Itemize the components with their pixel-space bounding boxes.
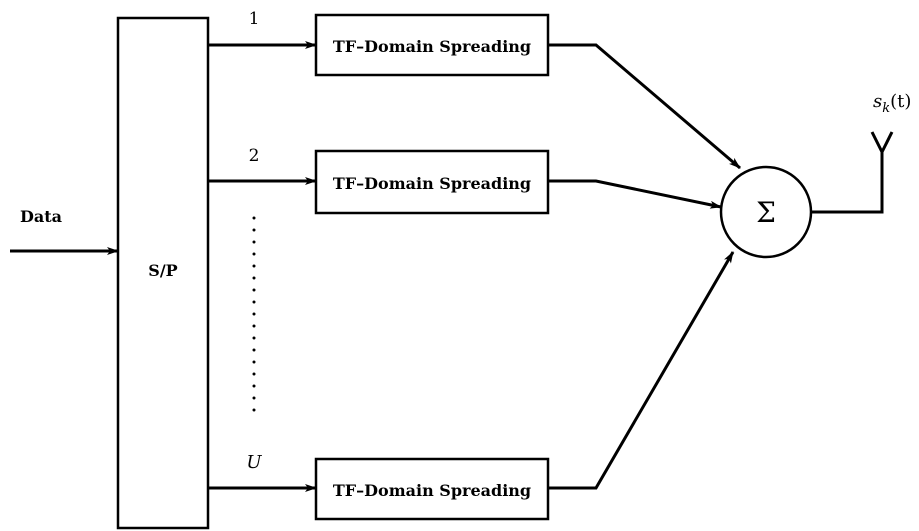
- branch-1-index-label: 1: [249, 9, 260, 29]
- summation-symbol: Σ: [756, 196, 776, 229]
- branch-1-spreading-block: [314, 13, 550, 77]
- data-input-label: Data: [20, 207, 62, 226]
- serial-to-parallel-label: S/P: [148, 261, 177, 280]
- output-signal-symbol: s: [873, 91, 882, 112]
- output-signal-label: sk(t): [873, 91, 911, 116]
- branch-2-spreading-block: [314, 149, 550, 215]
- branch-1-to-sum-arrow: [548, 43, 741, 170]
- branch-2-to-sum-arrow: [548, 179, 722, 209]
- output-signal-subscript: k: [882, 101, 890, 116]
- branch-u-index-label: U: [246, 452, 262, 473]
- output-line: [811, 150, 884, 214]
- antenna-icon: [870, 131, 894, 153]
- serial-to-parallel-block: [116, 16, 210, 530]
- branch-u-spreading-label: TF–Domain Spreading: [333, 481, 531, 500]
- branch-1-spreading-label: TF–Domain Spreading: [333, 37, 531, 56]
- branch-u-to-sum-arrow: [548, 251, 735, 490]
- branch-2-spreading-label: TF–Domain Spreading: [333, 174, 531, 193]
- branch-u-spreading-block: [314, 457, 550, 521]
- branch-ellipsis-dots: [252, 216, 256, 412]
- output-signal-argument: (t): [890, 91, 911, 112]
- branch-2-index-label: 2: [249, 146, 260, 166]
